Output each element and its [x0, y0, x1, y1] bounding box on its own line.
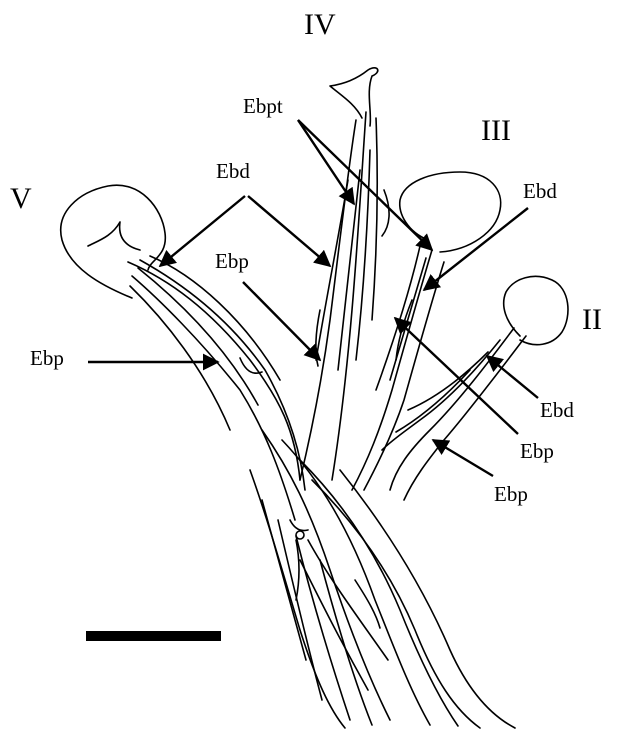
- arrow-ebp-middle: [243, 282, 320, 360]
- digit-ii-pad: [504, 276, 568, 344]
- ebp-right-lower-label: Ebp: [494, 484, 528, 505]
- arrow-ebd-right-upper: [424, 208, 528, 290]
- digit-v-claw: [88, 222, 140, 250]
- ebp-right-upper-label: Ebp: [520, 441, 554, 462]
- digit-v-pad: [61, 185, 166, 298]
- arrow-ebpt-b: [298, 120, 432, 250]
- arrow-ebp-right-lower: [433, 440, 493, 476]
- digit-iv-label: IV: [304, 10, 336, 40]
- ebp-left-label: Ebp: [30, 348, 64, 369]
- arrow-ebp-right-upper: [395, 318, 518, 434]
- digit-v-label: V: [10, 184, 32, 214]
- ebd-left-label: Ebd: [216, 161, 250, 182]
- ebd-right-upper-label: Ebd: [523, 181, 557, 202]
- ebpt-label: Ebpt: [243, 96, 283, 117]
- arrow-ebpt-a: [298, 120, 354, 204]
- ebd-right-lower-label: Ebd: [540, 400, 574, 421]
- digit-ii-label: II: [582, 305, 602, 335]
- digit-iii-label: III: [481, 116, 511, 146]
- ebp-middle-label: Ebp: [215, 251, 249, 272]
- arrow-ebd-left-b: [248, 196, 330, 266]
- digit-iv-claw: [330, 68, 378, 126]
- scale-bar: [86, 631, 221, 641]
